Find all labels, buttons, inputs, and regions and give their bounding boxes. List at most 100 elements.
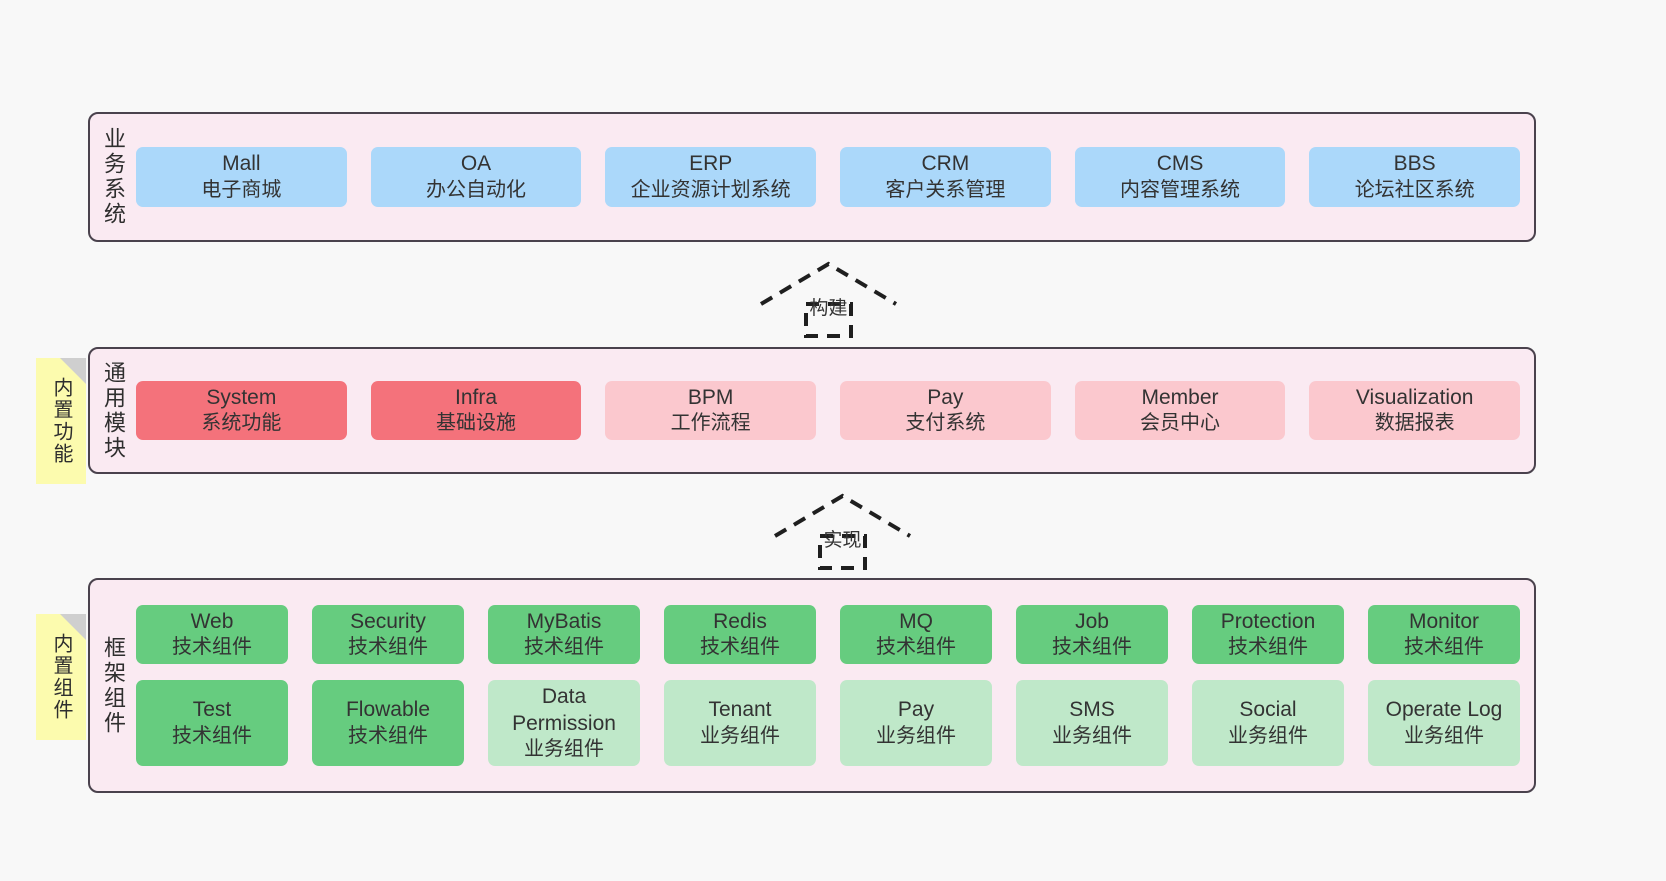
note-fold-corner-icon bbox=[60, 614, 86, 640]
note-fold-corner-icon bbox=[60, 358, 86, 384]
node-subtitle: 工作流程 bbox=[670, 412, 751, 435]
node-name: MQ bbox=[899, 609, 933, 633]
node-name: Social bbox=[1239, 698, 1297, 722]
node-subtitle: 电子商城 bbox=[201, 178, 282, 201]
node-subtitle: 技术组件 bbox=[1052, 636, 1132, 659]
node-subtitle: 技术组件 bbox=[172, 636, 252, 659]
node-subtitle: 支付系统 bbox=[905, 412, 986, 435]
node-subtitle: 论坛社区系统 bbox=[1354, 178, 1475, 201]
node-subtitle: 业务组件 bbox=[876, 724, 956, 747]
node-name: Job bbox=[1075, 609, 1109, 633]
note-builtin-components: 内置组件 bbox=[36, 614, 86, 740]
layer-title-common-modules: 通用模块 bbox=[101, 360, 126, 461]
node-pay[interactable]: Pay 支付系统 bbox=[840, 380, 1051, 441]
node-subtitle: 技术组件 bbox=[1228, 636, 1308, 659]
node-name: Security bbox=[350, 609, 426, 633]
node-name: Member bbox=[1141, 385, 1219, 409]
node-subtitle: 业务组件 bbox=[1228, 724, 1308, 747]
node-subtitle: 业务组件 bbox=[700, 724, 780, 747]
node-name: Mall bbox=[222, 152, 261, 176]
node-subtitle: 业务组件 bbox=[1052, 724, 1132, 747]
node-subtitle: 内容管理系统 bbox=[1120, 178, 1241, 201]
node-name: MyBatis bbox=[526, 609, 602, 633]
node-visualization[interactable]: Visualization 数据报表 bbox=[1309, 380, 1521, 441]
node-subtitle: 系统功能 bbox=[201, 412, 282, 435]
node-subtitle: 技术组件 bbox=[348, 636, 428, 659]
node-monitor[interactable]: Monitor 技术组件 bbox=[1368, 604, 1520, 665]
node-bpm[interactable]: BPM 工作流程 bbox=[605, 380, 817, 441]
node-subtitle: 技术组件 bbox=[1404, 636, 1484, 659]
generalization-arrow-icon bbox=[773, 493, 912, 570]
node-subtitle: 客户关系管理 bbox=[885, 178, 1006, 201]
node-name: Operate Log bbox=[1385, 698, 1503, 722]
node-subtitle: 技术组件 bbox=[348, 724, 428, 747]
connector-build: 构建 bbox=[756, 258, 901, 338]
note-builtin-features: 内置功能 bbox=[36, 358, 86, 484]
layer-title-business-systems: 业务系统 bbox=[101, 127, 126, 227]
node-security[interactable]: Security 技术组件 bbox=[312, 604, 464, 665]
node-name: OA bbox=[460, 152, 492, 176]
node-subtitle: 办公自动化 bbox=[426, 178, 526, 201]
node-subtitle: 技术组件 bbox=[524, 636, 604, 659]
connector-implement: 实现 bbox=[770, 490, 915, 570]
node-subtitle: 技术组件 bbox=[700, 636, 780, 659]
node-protection[interactable]: Protection 技术组件 bbox=[1192, 604, 1344, 665]
node-name: Monitor bbox=[1408, 609, 1480, 633]
node-name: Data Permission bbox=[512, 685, 616, 735]
node-name: Flowable bbox=[345, 698, 431, 722]
node-redis[interactable]: Redis 技术组件 bbox=[664, 604, 816, 665]
node-name: CMS bbox=[1156, 152, 1204, 176]
node-mq[interactable]: MQ 技术组件 bbox=[840, 604, 992, 665]
node-name: BPM bbox=[687, 385, 734, 409]
node-name: Tenant bbox=[708, 698, 772, 722]
node-name: Pay bbox=[927, 385, 964, 409]
node-name: System bbox=[206, 385, 277, 409]
node-name: Redis bbox=[713, 609, 767, 633]
node-job[interactable]: Job 技术组件 bbox=[1016, 604, 1168, 665]
node-infra[interactable]: Infra 基础设施 bbox=[370, 380, 582, 441]
node-name: Test bbox=[192, 698, 232, 722]
node-name: Pay bbox=[897, 698, 935, 722]
node-subtitle: 业务组件 bbox=[1404, 724, 1484, 747]
node-name: ERP bbox=[689, 152, 733, 176]
layer-title-framework-components: 框架组件 bbox=[101, 635, 126, 736]
node-subtitle: 技术组件 bbox=[876, 636, 956, 659]
node-subtitle: 基础设施 bbox=[436, 412, 516, 435]
node-name: Protection bbox=[1220, 609, 1316, 633]
node-name: Infra bbox=[454, 385, 498, 409]
note-builtin-features-text: 内置功能 bbox=[50, 377, 72, 465]
node-name: SMS bbox=[1069, 698, 1115, 722]
node-name: CRM bbox=[921, 152, 970, 176]
node-web[interactable]: Web 技术组件 bbox=[136, 604, 288, 665]
node-name: Visualization bbox=[1355, 385, 1474, 409]
node-system[interactable]: System 系统功能 bbox=[136, 380, 347, 441]
node-subtitle: 技术组件 bbox=[172, 724, 252, 747]
node-name: Web bbox=[190, 609, 234, 633]
node-subtitle: 数据报表 bbox=[1374, 412, 1455, 435]
node-mybatis[interactable]: MyBatis 技术组件 bbox=[488, 604, 640, 665]
node-name: BBS bbox=[1393, 152, 1436, 176]
